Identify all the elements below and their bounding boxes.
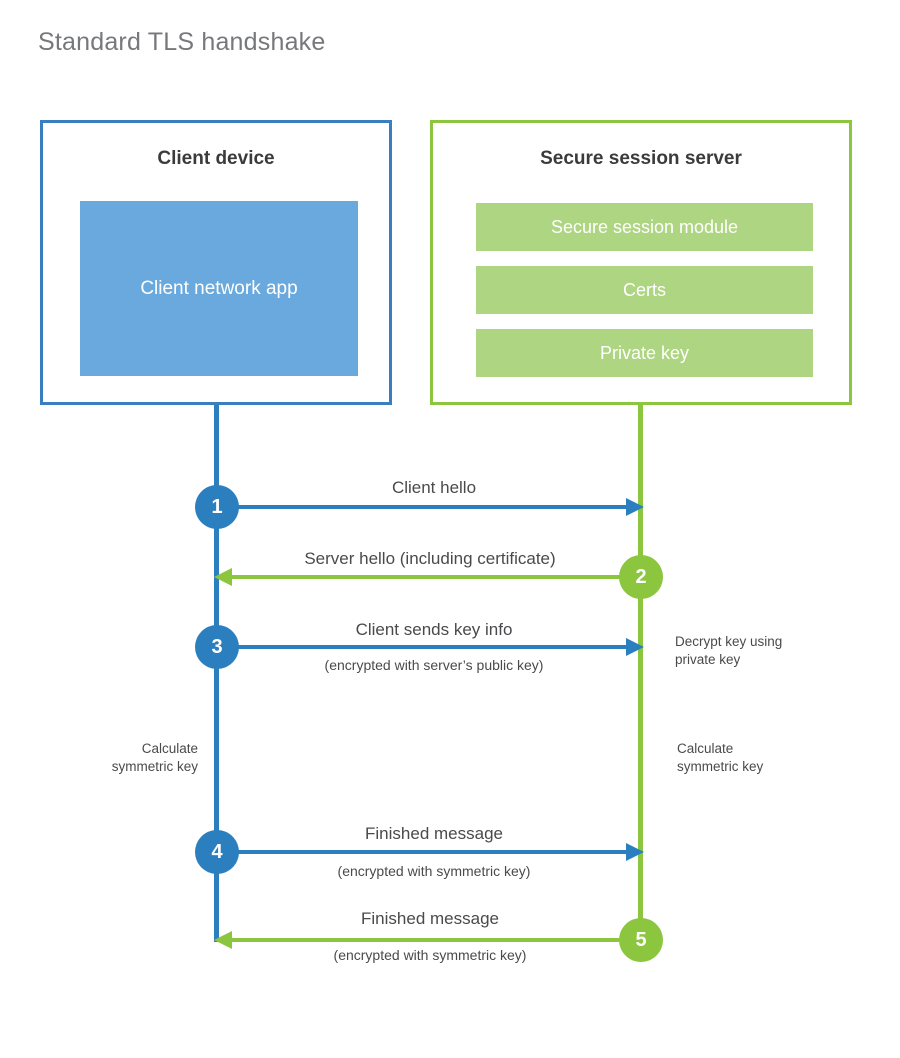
- step-marker-5[interactable]: 5: [619, 918, 663, 962]
- secure-session-server-box: Secure session server Secure session mod…: [430, 120, 852, 405]
- page-title: Standard TLS handshake: [38, 28, 326, 56]
- server-lifeline: [638, 405, 643, 942]
- client-calc-note-line-2: symmetric key: [111, 759, 198, 775]
- step-marker-4[interactable]: 4: [195, 830, 239, 874]
- secure-session-server-title: Secure session server: [540, 148, 742, 169]
- arrow-step-2: [214, 568, 644, 586]
- arrow-step-4: [214, 843, 644, 861]
- decrypt-key-note-line-2: private key: [675, 652, 741, 668]
- client-device-box: Client device Client network app: [40, 120, 392, 405]
- arrow-step-3: [214, 638, 644, 656]
- client-network-app-block: Client network app: [80, 201, 358, 376]
- step-1-label: Client hello: [391, 478, 477, 497]
- step-3-sublabel: (encrypted with server’s public key): [324, 657, 544, 673]
- server-calc-note-line-1: Calculate: [677, 741, 734, 756]
- server-calculate-symmetric-key-note: Calculate symmetric key: [677, 740, 857, 776]
- client-device-title: Client device: [157, 148, 275, 169]
- step-2-label: Server hello (including certificate): [304, 549, 556, 568]
- step-5-sublabel: (encrypted with symmetric key): [333, 947, 527, 963]
- step-4-label: Finished message: [365, 824, 503, 843]
- server-block-secure-session-module: Secure session module: [476, 203, 813, 251]
- server-block-certs: Certs: [476, 266, 813, 314]
- arrow-step-1: [214, 498, 644, 516]
- client-lifeline: [214, 405, 219, 942]
- server-calc-note-line-2: symmetric key: [677, 759, 764, 775]
- decrypt-key-note-line-1: Decrypt key using: [675, 634, 783, 649]
- step-3-label: Client sends key info: [355, 620, 513, 639]
- step-4-sublabel: (encrypted with symmetric key): [337, 863, 531, 879]
- step-5-label: Finished message: [361, 909, 499, 928]
- step-marker-3[interactable]: 3: [195, 625, 239, 669]
- decrypt-key-note: Decrypt key using private key: [675, 633, 865, 669]
- client-calculate-symmetric-key-note: Calculate symmetric key: [48, 740, 198, 776]
- client-calc-note-line-1: Calculate: [141, 741, 198, 756]
- step-marker-1[interactable]: 1: [195, 485, 239, 529]
- step-marker-2[interactable]: 2: [619, 555, 663, 599]
- arrow-step-5: [214, 931, 644, 949]
- server-block-private-key: Private key: [476, 329, 813, 377]
